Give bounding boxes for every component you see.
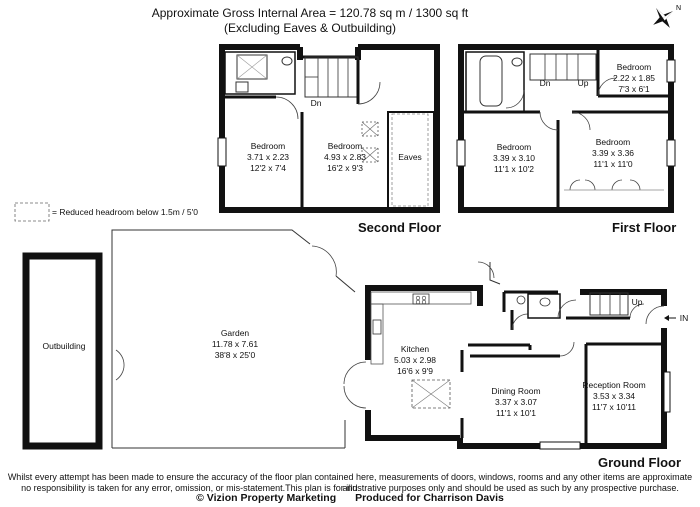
room-name: Bedroom — [617, 62, 652, 72]
stair-dn-label: Dn — [540, 78, 551, 88]
credits: © Vizion Property Marketing Produced for… — [0, 492, 700, 504]
skylight — [411, 379, 451, 409]
stair-up-label: Up — [578, 78, 589, 88]
toilet — [235, 81, 249, 93]
outbuilding-label: Outbuilding — [42, 341, 85, 351]
ground-floor-house: Kitchen 5.03 x 2.98 16'6 x 9'9 Dining Ro… — [343, 285, 689, 450]
second-floor-plan: Dn Bedroom 3.71 x 2.23 12'2 x 7'4 Bedroo… — [217, 44, 440, 213]
room-name: Kitchen — [401, 344, 430, 354]
disclaimer-line-1: Whilst every attempt has been made to en… — [7, 472, 693, 493]
room-metric: 3.53 x 3.34 — [593, 391, 635, 401]
hob — [412, 293, 430, 305]
outbuilding: Outbuilding — [22, 252, 103, 450]
room-name: Bedroom — [596, 137, 631, 147]
second-floor-stairs — [304, 56, 359, 98]
window — [666, 139, 676, 167]
room-metric: 3.39 x 3.36 — [592, 148, 634, 158]
room-name: Bedroom — [497, 142, 532, 152]
basin — [281, 56, 293, 66]
room-name: Garden — [221, 328, 250, 338]
garden: Garden 11.78 x 7.61 38'8 x 25'0 — [111, 229, 356, 449]
room-name: Reception Room — [582, 380, 645, 390]
front-door — [645, 305, 665, 325]
outbuilding-outline — [22, 252, 103, 450]
compass-north-label: N — [676, 5, 681, 12]
skylight — [361, 121, 379, 137]
legend-label: = Reduced headroom below 1.5m / 5'0 — [52, 207, 198, 217]
room-name: Dining Room — [491, 386, 540, 396]
room-metric: 4.93 x 2.83 — [324, 152, 366, 162]
second-floor-outline — [219, 44, 440, 213]
window — [217, 137, 227, 167]
area-heading: Approximate Gross Internal Area = 120.78… — [151, 6, 469, 20]
first-floor-outline — [458, 44, 674, 213]
room-metric: 5.03 x 2.98 — [394, 355, 436, 365]
room-imperial: 16'2 x 9'3 — [327, 163, 363, 173]
room-imperial: 16'6 x 9'9 — [397, 366, 433, 376]
stair-up-label: Up — [632, 297, 643, 307]
eaves-cupboard — [387, 111, 435, 209]
room-imperial: 11'7 x 10'11 — [592, 402, 636, 412]
bath — [479, 55, 503, 107]
floor-label-ground: Ground Floor — [598, 455, 682, 470]
produced-for-text: Produced for Charrison Davis — [355, 492, 504, 504]
room-name: Bedroom — [251, 141, 286, 151]
sink — [372, 319, 382, 335]
room-metric: 2.22 x 1.85 — [613, 73, 655, 83]
entrance-label: IN — [680, 313, 689, 323]
room-metric: 3.37 x 3.07 — [495, 397, 537, 407]
floor-label-second: Second Floor — [358, 220, 442, 235]
window — [539, 441, 581, 450]
room-imperial: 11'1 x 10'1 — [496, 408, 536, 418]
skylight — [361, 147, 379, 163]
copyright-text: © Vizion Property Marketing — [196, 492, 337, 504]
room-name: Eaves — [398, 152, 422, 162]
ground-floor-stairs — [589, 292, 629, 316]
room-metric: 3.71 x 2.23 — [247, 152, 289, 162]
room-imperial: 12'2 x 7'4 — [250, 163, 286, 173]
stair-dn-label: Dn — [311, 98, 322, 108]
first-floor-stairs — [529, 53, 597, 81]
basin — [511, 57, 523, 67]
floor-label-first: First Floor — [612, 220, 677, 235]
toilet — [539, 297, 551, 307]
basin — [516, 295, 526, 305]
window — [456, 139, 466, 167]
room-metric: 11.78 x 7.61 — [212, 339, 258, 349]
window — [663, 371, 671, 413]
shower-tray — [236, 54, 268, 80]
reduced-headroom-swatch — [14, 202, 50, 222]
room-imperial: 11'1 x 11'0 — [593, 159, 633, 169]
area-note: (Excluding Eaves & Outbuilding) — [223, 21, 397, 35]
garden-gate — [311, 245, 337, 277]
room-metric: 3.39 x 3.10 — [493, 153, 535, 163]
room-imperial: 7'3 x 6'1 — [618, 84, 649, 94]
disclaimer-line-2: no responsibility is taken for any error… — [21, 483, 679, 493]
first-floor-plan: Dn Up Bedroom 2.22 x 1.85 7'3 x 6'1 Bedr… — [456, 44, 676, 213]
compass-icon — [653, 8, 673, 28]
room-imperial: 11'1 x 10'2 — [494, 164, 534, 174]
window — [666, 59, 676, 83]
room-imperial: 38'8 x 25'0 — [215, 350, 256, 360]
room-name: Bedroom — [328, 141, 363, 151]
entrance-arrow-head — [664, 315, 669, 321]
